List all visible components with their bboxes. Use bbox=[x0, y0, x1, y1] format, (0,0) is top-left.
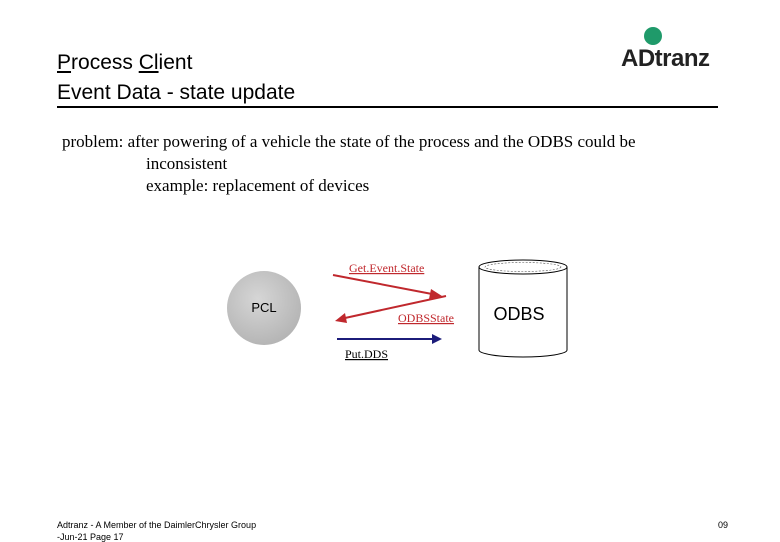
arrow-line bbox=[344, 295, 447, 319]
odbs-cylinder-top bbox=[478, 259, 568, 275]
odbs-label: ODBS bbox=[493, 304, 544, 324]
footer-company: Adtranz - A Member of the DaimlerChrysle… bbox=[57, 520, 257, 530]
logo-dot-icon bbox=[644, 27, 662, 45]
pcl-circle bbox=[227, 271, 301, 345]
get-event-state-arrow: Get.Event.State bbox=[332, 261, 442, 299]
slide-number: 09 bbox=[718, 520, 729, 530]
odbs-lid-rim bbox=[484, 262, 562, 272]
put-dds-arrow: Put.DDS bbox=[337, 334, 442, 361]
footer-date-page: -Jun-21 Page 17 bbox=[57, 532, 124, 542]
problem-line: problem: after powering of a vehicle the… bbox=[62, 132, 636, 151]
get-event-state-label: Get.Event.State bbox=[349, 261, 424, 275]
put-dds-label: Put.DDS bbox=[345, 347, 388, 361]
title-text-end: ient bbox=[158, 51, 193, 74]
arrow-head bbox=[432, 334, 442, 344]
pcl-node: PCL bbox=[227, 271, 301, 345]
arrow-line bbox=[332, 274, 433, 295]
header-divider bbox=[57, 106, 718, 108]
arrow-head bbox=[335, 313, 347, 323]
odbs-state-label: ODBSState bbox=[398, 311, 454, 325]
odbs-state-arrow: ODBSState bbox=[335, 295, 454, 325]
odbs-cylinder-body bbox=[478, 267, 568, 358]
title-text: rocess bbox=[71, 51, 139, 74]
problem-line-continued: inconsistent bbox=[146, 154, 228, 173]
pcl-label: PCL bbox=[251, 300, 276, 315]
title-underlined-letter: P bbox=[57, 51, 72, 74]
adtranz-logo: ADtranz bbox=[621, 45, 710, 72]
title-line-2: Event Data - state update bbox=[57, 81, 296, 104]
example-line: example: replacement of devices bbox=[146, 176, 370, 195]
arrow-head bbox=[429, 289, 442, 299]
title-underlined-letters: Cl bbox=[138, 51, 159, 74]
odbs-database: ODBS bbox=[478, 259, 568, 358]
title-line-1: Process Client bbox=[57, 50, 192, 76]
